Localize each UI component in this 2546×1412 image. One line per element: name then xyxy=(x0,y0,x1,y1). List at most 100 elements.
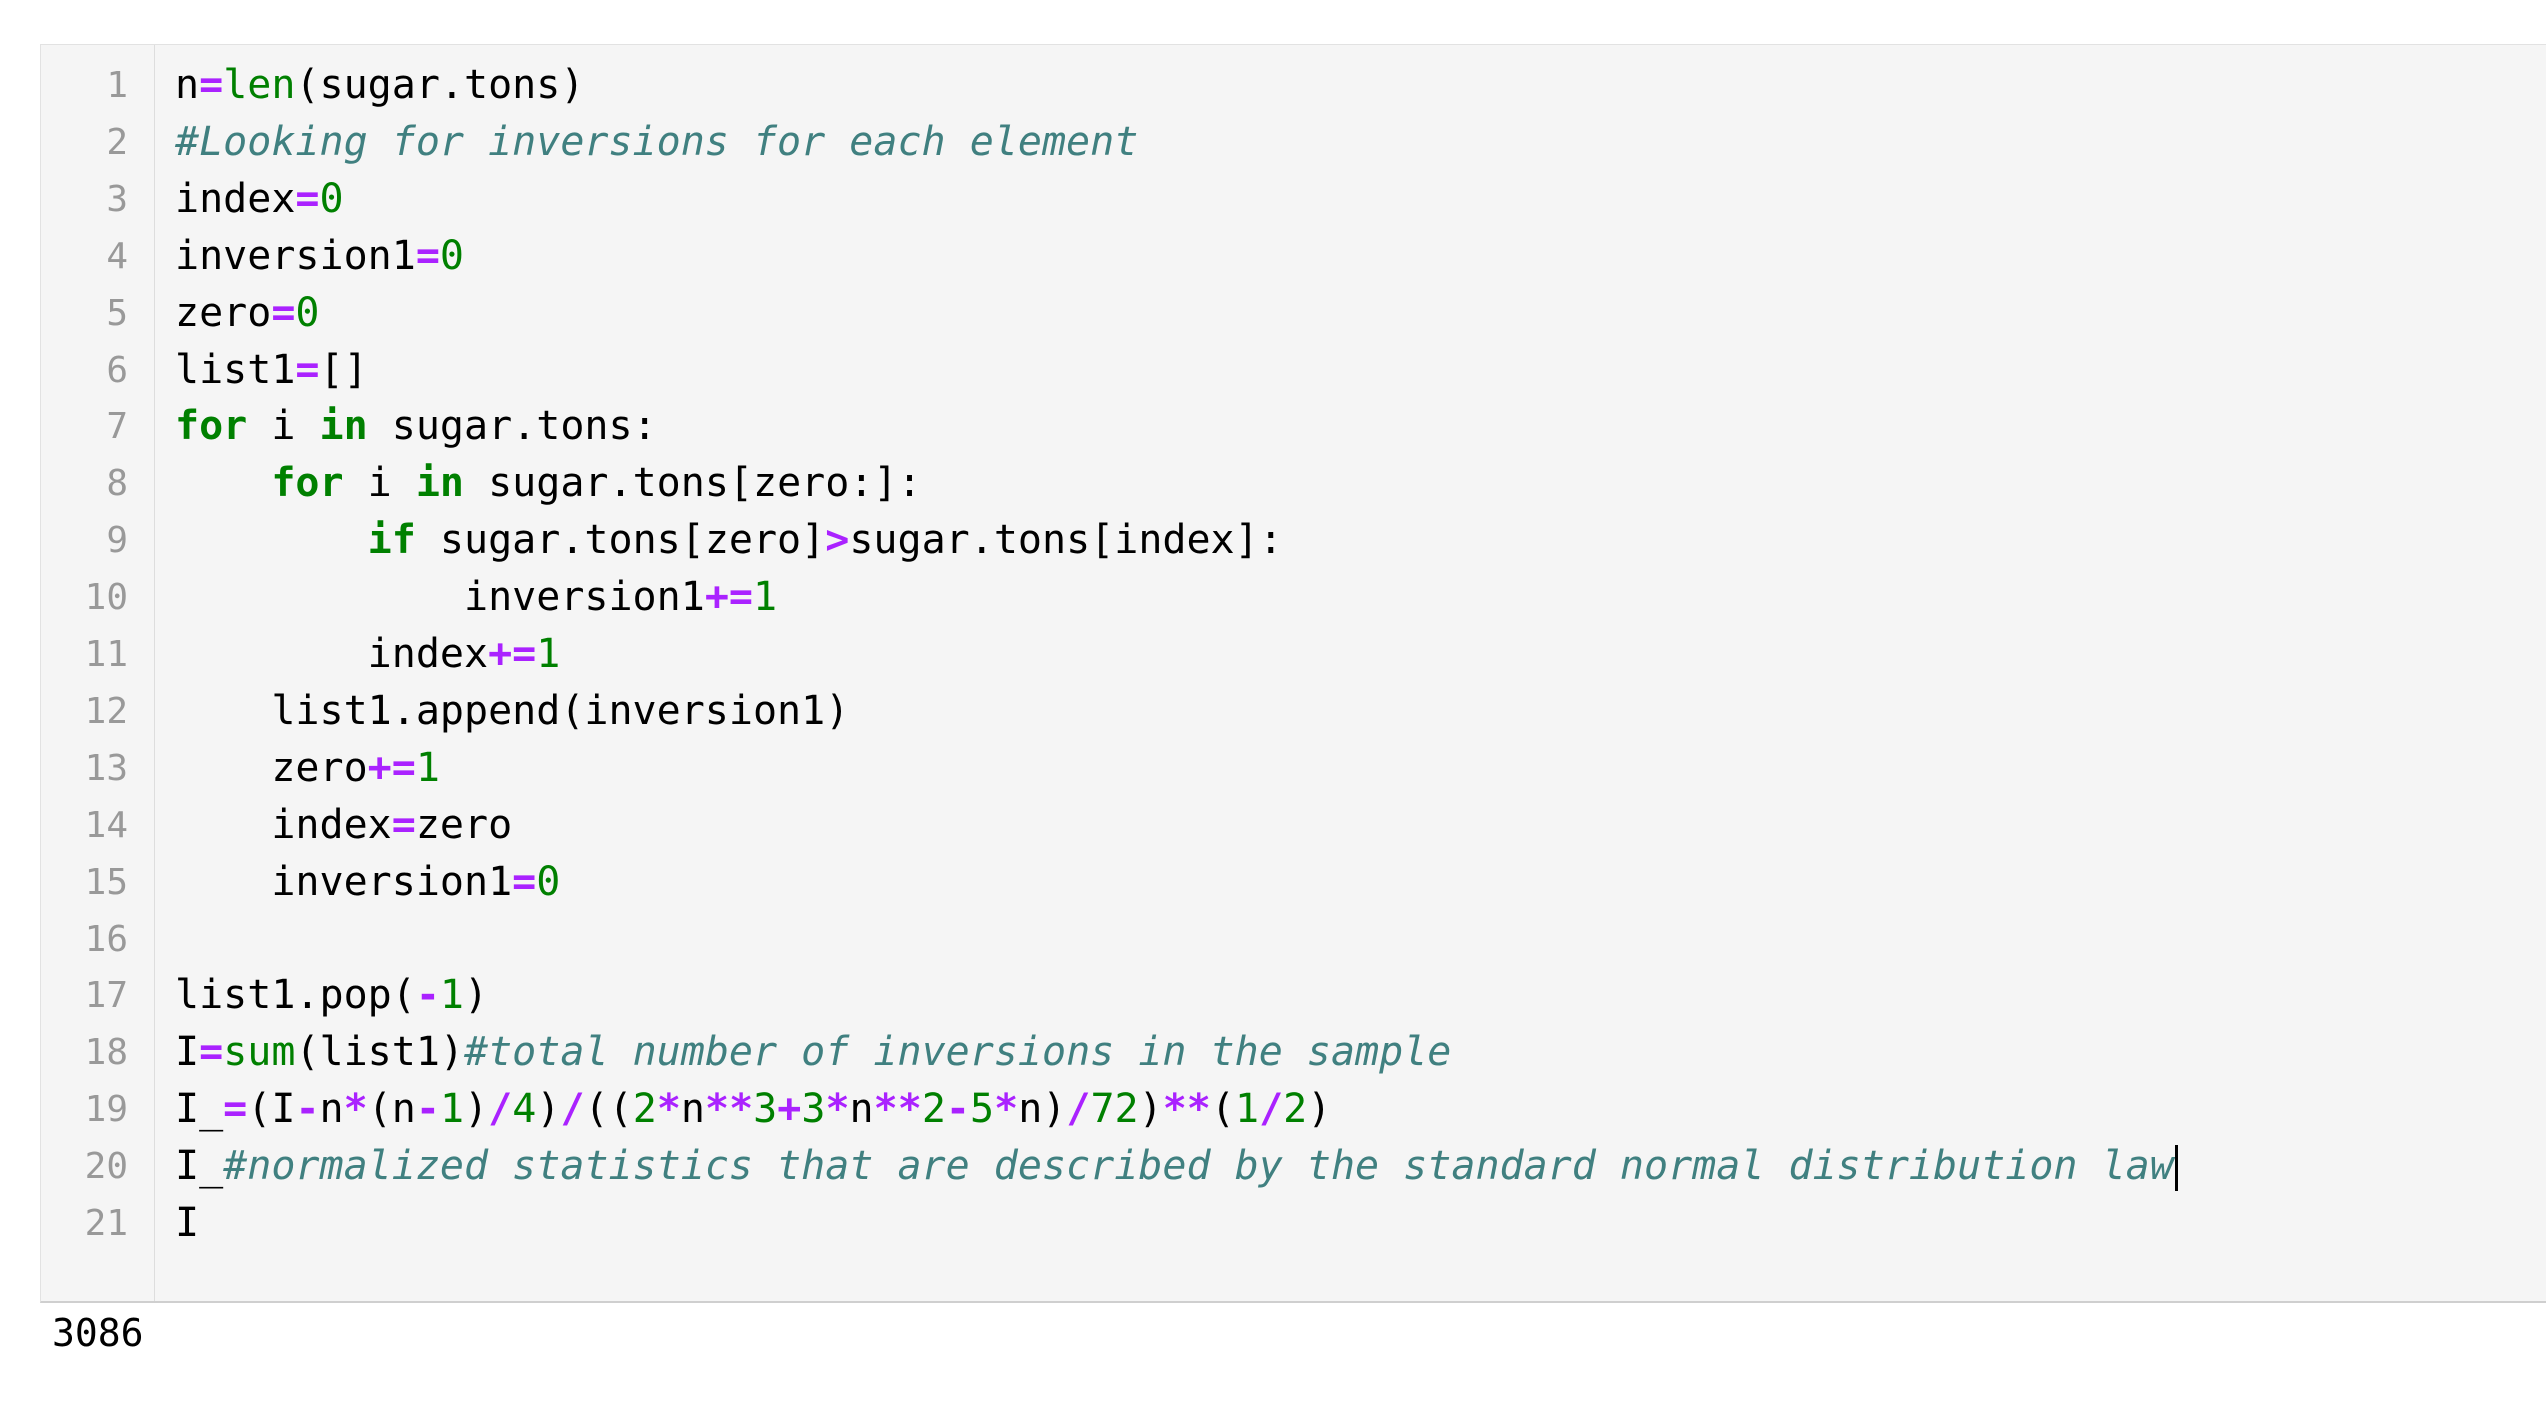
code-line[interactable]: I_=(I-n*(n-1)/4)/((2*n**3+3*n**2-5*n)/72… xyxy=(175,1081,1331,1138)
code-token: - xyxy=(415,1086,440,1133)
code-token: ) xyxy=(464,1086,489,1133)
code-token: I xyxy=(175,1200,200,1246)
code-token: sum xyxy=(223,1029,296,1076)
line-number: 6 xyxy=(106,349,128,391)
code-line[interactable]: #Looking for inversions for each element xyxy=(175,114,1138,171)
code-token: I_ xyxy=(175,1143,224,1190)
line-number: 13 xyxy=(84,747,128,789)
code-token: - xyxy=(945,1086,970,1133)
code-line[interactable]: zero+=1 xyxy=(175,740,440,797)
code-token: = xyxy=(295,346,320,393)
code-line[interactable]: list1.pop(-1) xyxy=(175,967,488,1024)
code-token: ) xyxy=(536,1086,561,1133)
code-line[interactable]: I_#normalized statistics that are descri… xyxy=(175,1138,2178,1195)
code-token: - xyxy=(415,972,440,1019)
code-token: 2 xyxy=(1283,1086,1308,1133)
code-token: index xyxy=(175,175,296,222)
code-line[interactable]: inversion1+=1 xyxy=(175,569,777,626)
code-token xyxy=(175,460,271,506)
line-number: 3 xyxy=(106,178,128,220)
code-token: 1 xyxy=(439,1086,465,1133)
code-token: = xyxy=(512,858,537,905)
code-line[interactable]: for i in sugar.tons: xyxy=(175,398,657,455)
code-token: = xyxy=(415,232,440,279)
code-line[interactable]: index=0 xyxy=(175,171,344,228)
code-line[interactable]: n=len(sugar.tons) xyxy=(175,57,584,114)
code-token: I xyxy=(175,1029,200,1076)
code-token: n xyxy=(849,1086,874,1133)
code-token: 2 xyxy=(632,1086,657,1133)
code-token: inversion1 xyxy=(175,858,513,905)
code-token: 72 xyxy=(1090,1086,1139,1133)
code-token: (I xyxy=(247,1086,296,1133)
code-token: n xyxy=(319,1086,344,1133)
code-line[interactable]: I xyxy=(175,1195,199,1252)
code-token: 5 xyxy=(970,1086,995,1133)
code-token: ** xyxy=(873,1086,922,1133)
code-token: (n xyxy=(367,1086,416,1133)
code-editor[interactable]: n = len(sugar.tons) #Looking for inversions… xyxy=(175,45,2546,1301)
line-number: 2 xyxy=(106,121,128,163)
code-token: 0 xyxy=(439,232,465,279)
code-token: = xyxy=(391,801,416,848)
code-token: = xyxy=(295,175,320,222)
code-token: sugar.tons[index]: xyxy=(849,517,1283,564)
code-token: list1 xyxy=(175,346,296,393)
code-line[interactable]: index+=1 xyxy=(175,626,561,683)
code-token: for xyxy=(271,460,344,507)
code-token: 0 xyxy=(319,175,344,222)
code-token: zero xyxy=(175,289,272,336)
code-line[interactable]: list1.append(inversion1) xyxy=(175,683,849,740)
code-line[interactable]: I=sum(list1)#total number of inversions … xyxy=(175,1024,1451,1081)
code-token: i xyxy=(247,403,320,450)
code-token: = xyxy=(271,289,296,336)
code-token: zero xyxy=(175,744,368,791)
code-token: sugar.tons[zero:]: xyxy=(464,460,922,507)
code-line[interactable]: zero=0 xyxy=(175,285,320,342)
code-token: 3 xyxy=(801,1086,826,1133)
line-number: 5 xyxy=(106,292,128,334)
code-line[interactable]: inversion1=0 xyxy=(175,228,464,285)
code-token: n) xyxy=(1018,1086,1067,1133)
code-token: = xyxy=(199,1029,224,1076)
code-line[interactable]: index=zero xyxy=(175,797,512,854)
code-token: > xyxy=(825,517,850,564)
code-token: sugar.tons: xyxy=(367,403,657,450)
line-number: 16 xyxy=(84,918,128,960)
code-token: [] xyxy=(319,346,368,393)
code-token: len xyxy=(223,62,296,108)
code-token: 1 xyxy=(1234,1086,1260,1133)
text-cursor xyxy=(2174,1145,2178,1192)
code-token: * xyxy=(825,1086,850,1133)
line-number: 19 xyxy=(84,1089,128,1131)
code-token: index xyxy=(175,801,392,848)
line-number: 14 xyxy=(84,804,128,846)
line-number: 15 xyxy=(84,861,128,903)
line-number: 11 xyxy=(84,634,128,675)
code-token: ) xyxy=(464,972,489,1019)
code-token: ** xyxy=(1162,1086,1211,1133)
code-token: (list1) xyxy=(295,1029,465,1076)
code-token: list1.pop( xyxy=(175,972,416,1019)
code-token: #total number of inversions in the sampl… xyxy=(464,1029,1452,1076)
code-token: #Looking for inversions for each element xyxy=(175,118,1139,165)
code-token: sugar.tons[zero] xyxy=(415,517,826,564)
code-token: / xyxy=(1066,1086,1091,1133)
code-line[interactable]: list1=[] xyxy=(175,342,368,399)
line-number: 9 xyxy=(106,520,128,562)
code-token: / xyxy=(560,1086,585,1133)
code-token: += xyxy=(367,744,416,791)
code-token: * xyxy=(343,1086,368,1133)
code-line[interactable]: if sugar.tons[zero]>sugar.tons[index]: xyxy=(175,512,1283,569)
code-line[interactable]: inversion1=0 xyxy=(175,854,560,911)
code-token: (sugar.tons) xyxy=(295,62,585,108)
code-token: ) xyxy=(1138,1086,1163,1133)
code-token: = xyxy=(223,1086,248,1133)
code-token: * xyxy=(994,1086,1019,1133)
code-token: / xyxy=(1259,1086,1284,1133)
code-line[interactable]: for i in sugar.tons[zero:]: xyxy=(175,455,922,512)
code-token: n xyxy=(680,1086,705,1133)
code-token: #normalized statistics that are describe… xyxy=(223,1143,2174,1190)
code-token: n xyxy=(175,62,200,108)
